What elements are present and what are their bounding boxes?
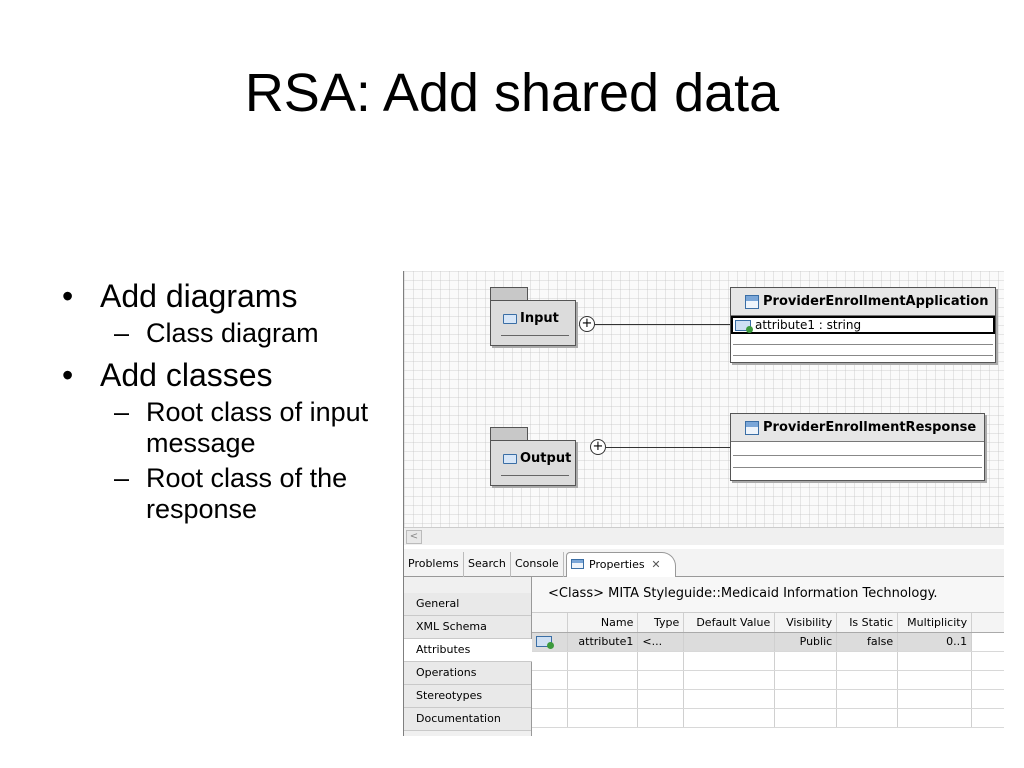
folder-icon bbox=[503, 453, 517, 464]
bullet-list: •Add diagrams –Class diagram •Add classe… bbox=[58, 276, 378, 529]
tab-console[interactable]: Console bbox=[511, 552, 564, 577]
view-tabs: Problems Search Console Properties ✕ bbox=[404, 549, 1004, 577]
column-default-value[interactable]: Default Value bbox=[683, 613, 776, 633]
connector-line bbox=[606, 447, 730, 448]
column-is-static[interactable]: Is Static bbox=[836, 613, 899, 633]
properties-title: <Class> MITA Styleguide::Medicaid Inform… bbox=[532, 577, 1004, 613]
attribute-icon bbox=[735, 319, 753, 333]
slide-title: RSA: Add shared data bbox=[244, 63, 780, 123]
tab-properties[interactable]: Properties ✕ bbox=[566, 552, 676, 577]
section-attributes[interactable]: Attributes bbox=[404, 639, 532, 662]
table-row[interactable]: attribute1 <... Public false 0..1 bbox=[532, 632, 1004, 652]
diagram-canvas[interactable]: Input + Output + ProviderEnrollmentAppli… bbox=[404, 271, 1004, 527]
class-icon bbox=[745, 420, 759, 435]
plus-icon[interactable]: + bbox=[590, 439, 606, 455]
bullet-add-classes: •Add classes bbox=[62, 357, 273, 393]
properties-content: <Class> MITA Styleguide::Medicaid Inform… bbox=[532, 577, 1004, 736]
properties-icon bbox=[571, 559, 584, 569]
sub-bullet-root-input: –Root class of input message bbox=[114, 397, 369, 458]
scroll-left-icon[interactable]: < bbox=[406, 530, 422, 544]
rsa-screenshot: Input + Output + ProviderEnrollmentAppli… bbox=[403, 271, 1004, 736]
bullet-add-diagrams: •Add diagrams bbox=[62, 278, 298, 314]
horizontal-scrollbar[interactable]: < bbox=[404, 527, 1004, 545]
column-type[interactable]: Type bbox=[637, 613, 685, 633]
sub-bullet-root-response: –Root class of the response bbox=[114, 463, 348, 524]
column-name[interactable]: Name bbox=[567, 613, 639, 633]
section-operations[interactable]: Operations bbox=[404, 662, 531, 685]
table-row bbox=[532, 689, 1004, 709]
section-general[interactable]: General bbox=[404, 593, 531, 616]
table-row bbox=[532, 651, 1004, 671]
close-icon[interactable]: ✕ bbox=[651, 558, 661, 571]
plus-icon[interactable]: + bbox=[579, 316, 595, 332]
class-provider-enrollment-response[interactable]: ProviderEnrollmentResponse bbox=[730, 413, 985, 481]
class-icon bbox=[745, 294, 759, 309]
folder-icon bbox=[503, 313, 517, 324]
tab-search[interactable]: Search bbox=[464, 552, 511, 577]
attribute-icon bbox=[536, 636, 554, 649]
connector-line bbox=[595, 324, 730, 325]
table-row bbox=[532, 708, 1004, 728]
attributes-table: Name Type Default Value Visibility Is St… bbox=[532, 613, 1004, 728]
tab-problems[interactable]: Problems bbox=[404, 552, 464, 577]
column-visibility[interactable]: Visibility bbox=[774, 613, 838, 633]
section-documentation[interactable]: Documentation bbox=[404, 708, 531, 731]
properties-sections: General XML Schema Attributes Operations… bbox=[404, 577, 532, 736]
column-multiplicity[interactable]: Multiplicity bbox=[897, 613, 973, 633]
table-row bbox=[532, 670, 1004, 690]
sub-bullet-class-diagram: –Class diagram bbox=[114, 318, 319, 348]
attribute-row[interactable]: attribute1 : string bbox=[731, 316, 995, 334]
section-stereotypes[interactable]: Stereotypes bbox=[404, 685, 531, 708]
table-header: Name Type Default Value Visibility Is St… bbox=[532, 613, 1004, 633]
section-xml-schema[interactable]: XML Schema bbox=[404, 616, 531, 639]
class-provider-enrollment-application[interactable]: ProviderEnrollmentApplication attribute1… bbox=[730, 287, 996, 363]
